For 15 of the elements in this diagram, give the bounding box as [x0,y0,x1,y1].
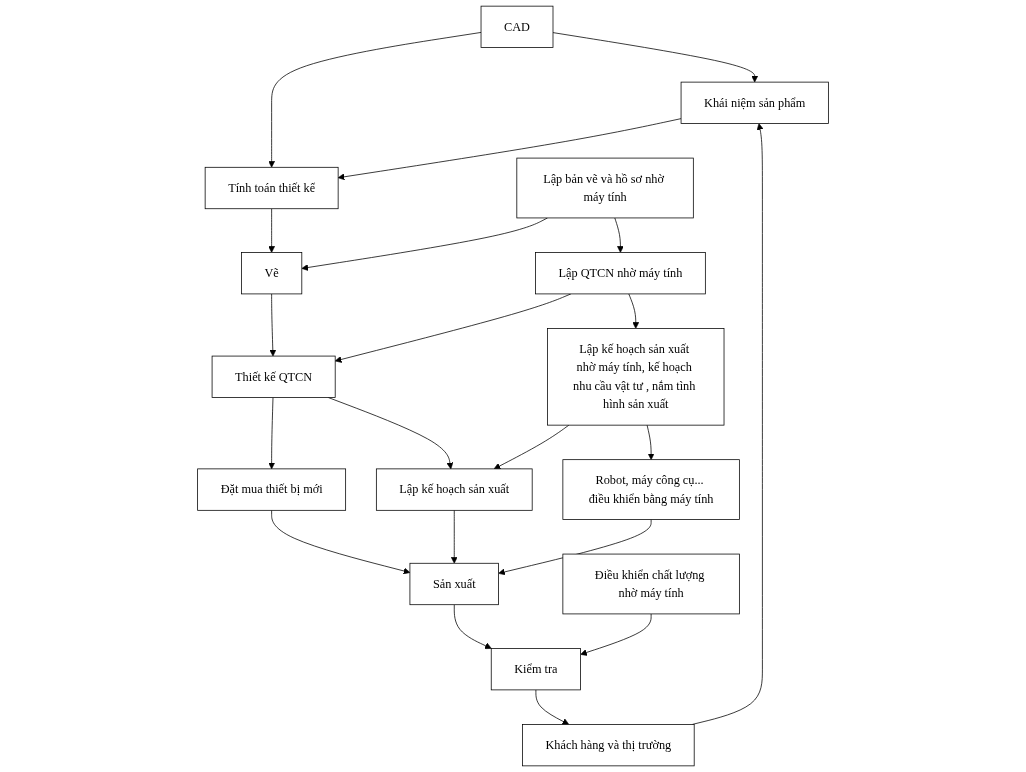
node-box: Tính toán thiết kế [204,166,339,210]
node-box: Kiểm tra [490,648,581,691]
node-box: Lập kế hoạch sản xuất [375,468,533,511]
node-box: Lập QTCN nhờ máy tính [535,252,706,295]
node-box: Khái niệm sản phẩm [680,81,829,124]
node-box: Điều khiển chất lượng nhờ máy tính [562,553,740,615]
node-box: CAD [480,5,554,48]
node-box: Vẽ [241,252,303,295]
node-box: Lập bản vẽ và hồ sơ nhờ máy tính [516,157,694,219]
node-box: Khách hàng và thị trường [522,724,695,767]
node-box: Sản xuất [409,562,499,606]
node-box: Đặt mua thiết bị mới [197,468,347,511]
node-box: Robot, máy công cụ... điều khiển bằng máy tính [562,459,740,520]
node-box: Lập kế hoạch sản xuất nhờ máy tính, kế hoạch nhu cầu vật tư , nắm tình hình sản xuất [547,328,725,426]
node-box: Thiết kế QTCN [211,355,336,398]
